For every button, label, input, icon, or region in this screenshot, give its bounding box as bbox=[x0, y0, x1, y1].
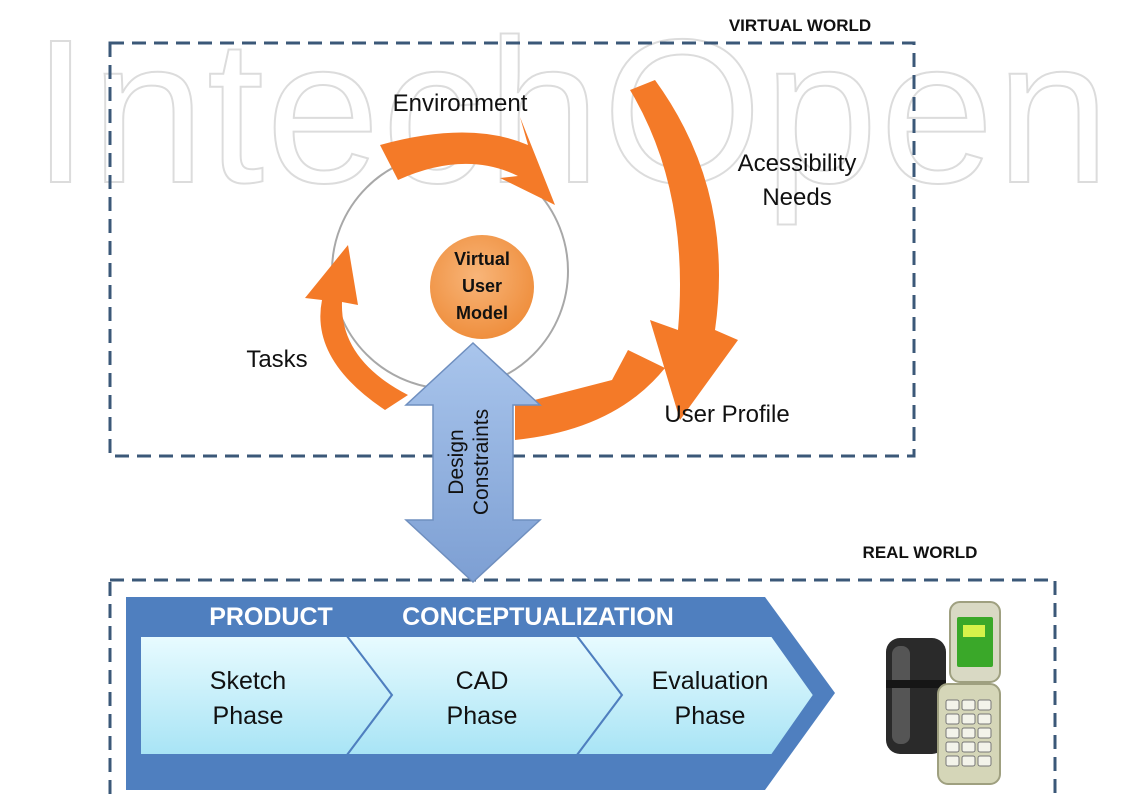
open-phone-screen bbox=[957, 617, 993, 667]
key bbox=[977, 713, 992, 725]
label-user-profile: User Profile bbox=[664, 401, 789, 428]
evaluation-phase-line-1: Evaluation bbox=[652, 667, 769, 695]
sketch-phase-line-1: Sketch bbox=[210, 667, 286, 695]
key bbox=[961, 741, 976, 753]
tasks-arrow bbox=[305, 245, 408, 410]
user-profile-arrow bbox=[515, 350, 665, 440]
design-constraints-line-2: Constraints bbox=[470, 409, 493, 515]
key bbox=[945, 713, 960, 725]
accessibility-arrow bbox=[630, 80, 738, 420]
virtual-user-model-circle bbox=[430, 235, 534, 339]
key bbox=[961, 755, 976, 767]
design-constraints-arrow bbox=[404, 341, 542, 584]
design-constraints-line-1: Design bbox=[445, 429, 468, 494]
dark-phone-hinge bbox=[886, 680, 946, 688]
center-line-1: Virtual bbox=[454, 249, 510, 269]
virtual-world-title: VIRTUAL WORLD bbox=[729, 16, 871, 35]
cad-phase-line-2: Phase bbox=[447, 702, 518, 730]
key bbox=[945, 755, 960, 767]
key bbox=[977, 699, 992, 711]
watermark: IntechOpen bbox=[32, 0, 1112, 226]
label-accessibility-1: Acessibility bbox=[738, 150, 857, 177]
key bbox=[945, 741, 960, 753]
banner-conceptualization: CONCEPTUALIZATION bbox=[402, 603, 674, 631]
key bbox=[961, 727, 976, 739]
label-tasks: Tasks bbox=[246, 346, 307, 373]
key bbox=[961, 713, 976, 725]
banner-product: PRODUCT bbox=[209, 603, 333, 631]
center-line-2: User bbox=[462, 276, 502, 296]
label-accessibility-2: Needs bbox=[762, 184, 831, 211]
cad-phase-line-1: CAD bbox=[456, 667, 509, 695]
key bbox=[945, 727, 960, 739]
label-environment: Environment bbox=[393, 90, 528, 117]
sketch-phase-line-2: Phase bbox=[213, 702, 284, 730]
keypad bbox=[945, 699, 992, 767]
key bbox=[977, 727, 992, 739]
evaluation-phase-chevron bbox=[574, 635, 816, 756]
phone-image bbox=[886, 601, 1001, 785]
center-line-3: Model bbox=[456, 303, 508, 323]
sketch-phase-chevron bbox=[139, 635, 394, 756]
key bbox=[945, 699, 960, 711]
real-world-frame bbox=[108, 578, 1057, 801]
environment-arrow bbox=[380, 117, 555, 205]
real-world-title: REAL WORLD bbox=[863, 543, 978, 562]
evaluation-phase-line-2: Phase bbox=[675, 702, 746, 730]
key bbox=[961, 699, 976, 711]
open-phone-screen-detail bbox=[963, 625, 985, 637]
dark-phone-highlight bbox=[892, 646, 910, 744]
key bbox=[977, 755, 992, 767]
key bbox=[977, 741, 992, 753]
